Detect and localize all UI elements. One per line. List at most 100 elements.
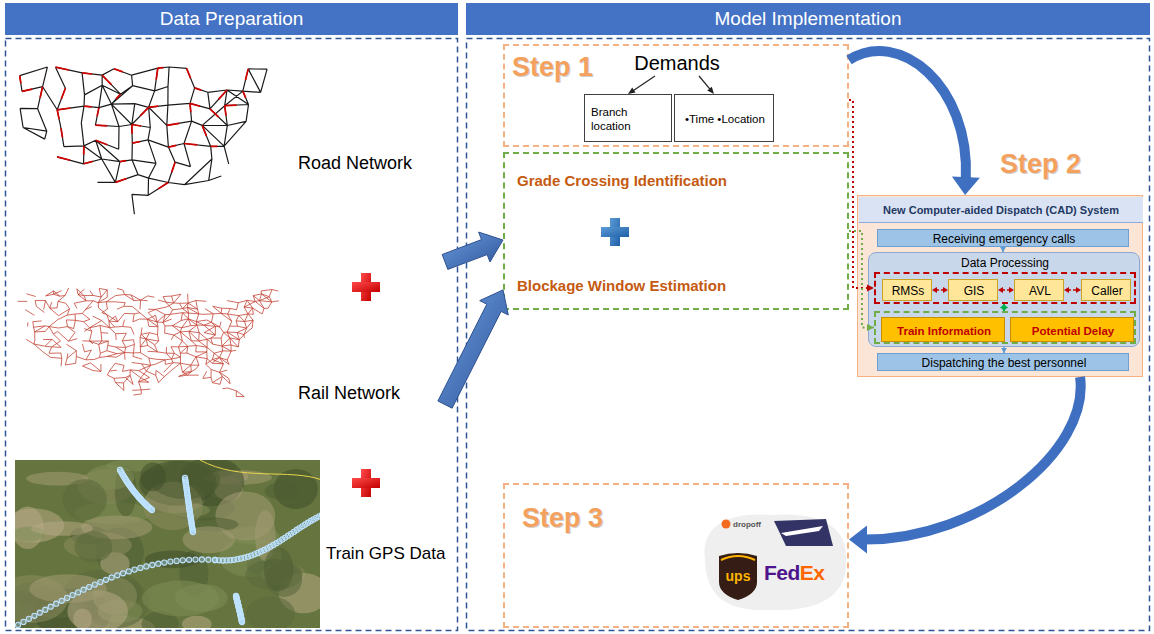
- terrain-patch: [265, 563, 302, 597]
- gps-point: [144, 503, 149, 508]
- arrowhead: [932, 287, 937, 293]
- gps-point: [265, 546, 270, 551]
- terrain-patch: [26, 472, 89, 486]
- terrain-patch: [29, 590, 85, 618]
- gps-point: [190, 525, 195, 530]
- connector-line: [1002, 247, 1004, 252]
- gps-point: [188, 511, 193, 516]
- connector: [849, 377, 1081, 554]
- gps-point: [187, 510, 192, 515]
- terrain-patch: [139, 461, 217, 506]
- connector: [438, 290, 508, 408]
- terrain-patch: [34, 589, 111, 629]
- terrain-patch: [75, 531, 113, 562]
- connector-line: [849, 100, 868, 288]
- text-slot: Branch location: [591, 97, 669, 141]
- plus-bar: [352, 282, 380, 292]
- terrain-patch: [100, 552, 129, 574]
- terrain-patch: [73, 609, 92, 629]
- arrowhead: [1000, 247, 1006, 252]
- gps-point: [245, 554, 250, 559]
- terrain-patch: [246, 596, 295, 628]
- ups-shield: [719, 553, 757, 600]
- text-slot: Dispatching the best personnel: [878, 354, 1130, 372]
- connector: [699, 76, 714, 94]
- plus-bar: [610, 218, 620, 246]
- plus-bar: [601, 227, 629, 237]
- gps-point: [21, 619, 26, 624]
- gps-point: [189, 522, 194, 527]
- gps-point: [252, 552, 257, 557]
- process-group: Data ProcessingRMSsGISAVLCallerTrain Inf…: [868, 252, 1140, 347]
- connector: [849, 100, 874, 292]
- connector-line: [1002, 289, 1010, 290]
- gps-point: [185, 491, 190, 496]
- connector: [1001, 347, 1007, 353]
- boundary-line: [200, 460, 320, 480]
- text-slot: Caller: [1082, 280, 1132, 302]
- text-slot: Blockage Window Estimation: [517, 273, 837, 297]
- text-slot: Fed: [764, 560, 800, 586]
- gps-point: [186, 497, 191, 502]
- gps-point: [123, 476, 128, 481]
- gps-point: [233, 593, 238, 598]
- terrain-patch: [15, 509, 64, 543]
- terrain-patch: [210, 470, 248, 484]
- plus-bar: [361, 469, 371, 497]
- terrain-patch: [15, 527, 45, 542]
- terrain-patch: [93, 577, 137, 614]
- terrain-patch: [146, 482, 205, 513]
- terrain-patch: [144, 501, 178, 513]
- gps-point: [138, 565, 143, 570]
- gps-point: [125, 481, 130, 486]
- gps-point: [70, 593, 75, 598]
- gps-point: [268, 544, 273, 549]
- gps-point: [131, 488, 136, 493]
- gps-point: [199, 557, 204, 562]
- rail-lines: [18, 288, 279, 397]
- usps-logo: [774, 519, 833, 546]
- gps-point: [186, 499, 191, 504]
- gps-point: [174, 558, 179, 563]
- gps-point: [235, 601, 240, 606]
- gps-point: [236, 606, 241, 611]
- gps-point: [288, 531, 293, 536]
- gps-point: [319, 512, 320, 517]
- arrowhead: [1076, 287, 1081, 293]
- plus-bar: [352, 478, 380, 488]
- gps-point: [141, 500, 146, 505]
- gps-point: [187, 507, 192, 512]
- gps-point: [139, 498, 144, 503]
- connector: [442, 232, 503, 269]
- terrain-patch: [261, 563, 305, 586]
- terrain-patch: [106, 460, 171, 472]
- gps-point: [15, 622, 20, 627]
- gps-point: [184, 486, 189, 491]
- highlight-box: Potential Delay: [1010, 317, 1134, 342]
- text-slot: Step 3: [522, 502, 626, 534]
- map-panel: Road Network: [10, 40, 445, 270]
- logo-text: Ex: [800, 561, 825, 585]
- text-slot: Train GPS Data: [326, 541, 454, 567]
- logo-cloud: [704, 514, 846, 610]
- text-slot: AVL: [1015, 280, 1065, 302]
- connector-line: [633, 76, 655, 91]
- gps-point: [280, 537, 285, 542]
- gps-point: [148, 507, 153, 512]
- gps-point: [308, 518, 313, 523]
- node-text: Data Preparation: [160, 8, 304, 30]
- gps-point: [143, 502, 148, 507]
- gps-point: [239, 619, 244, 624]
- terrain-patch: [78, 469, 135, 504]
- terrain-patch: [115, 466, 137, 517]
- gps-point: [188, 517, 193, 522]
- terrain-patch: [140, 462, 165, 491]
- gps-point: [224, 558, 229, 563]
- step-box: Step 1DemandsBranch location•Time •Locat…: [503, 44, 849, 147]
- text-slot: Ex: [800, 560, 825, 586]
- arrowhead: [867, 285, 874, 292]
- gps-point: [149, 507, 154, 512]
- node-text: Potential Delay: [1032, 325, 1114, 337]
- gps-point: [277, 539, 282, 544]
